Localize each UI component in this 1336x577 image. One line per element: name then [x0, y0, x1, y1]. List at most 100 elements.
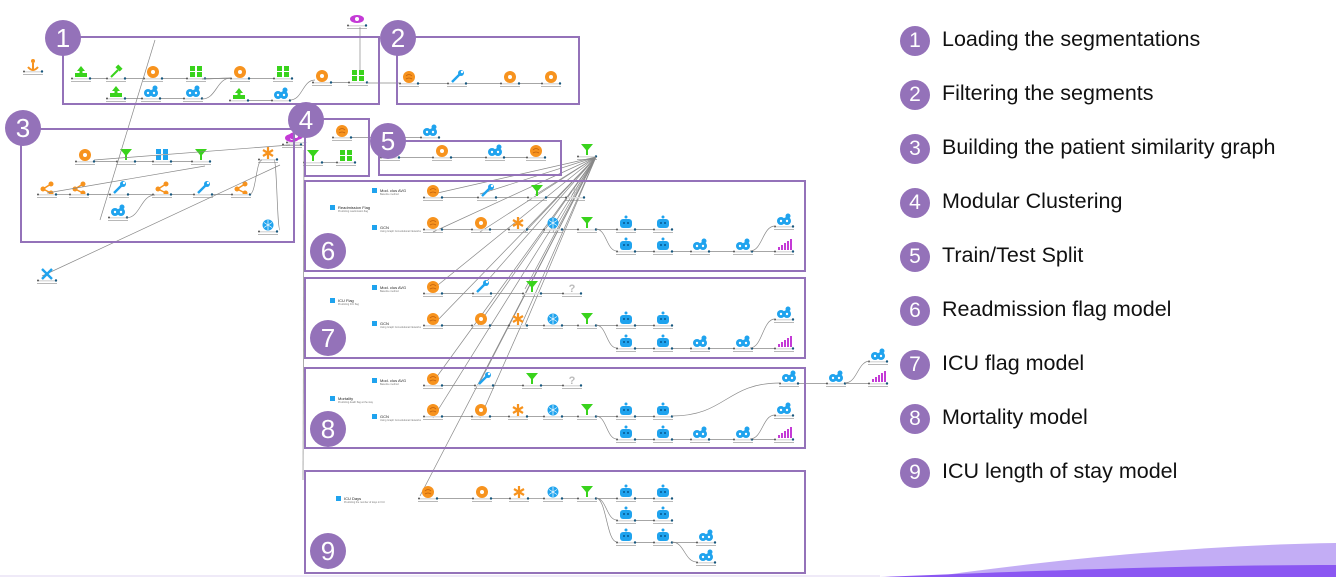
- brain-node-icon[interactable]: [423, 185, 444, 201]
- brain-node-icon[interactable]: [423, 404, 444, 420]
- brain-node-icon[interactable]: [526, 145, 547, 161]
- gears-node-icon[interactable]: [420, 124, 441, 142]
- brain-node-icon[interactable]: [423, 281, 444, 297]
- snowflake-node-icon[interactable]: [543, 217, 564, 234]
- connection-line: [273, 159, 281, 231]
- gears-node-icon[interactable]: [774, 213, 795, 231]
- robot-node-icon[interactable]: [653, 237, 674, 256]
- gears-node-icon[interactable]: [696, 549, 717, 567]
- robot-node-icon[interactable]: [653, 215, 674, 234]
- ring-node-icon[interactable]: [472, 486, 493, 502]
- asterisk-node-icon[interactable]: [508, 404, 529, 420]
- asterisk-node-icon[interactable]: [508, 313, 529, 329]
- hammer-node-icon[interactable]: [106, 64, 127, 82]
- robot-node-icon[interactable]: [653, 311, 674, 330]
- robot-node-icon[interactable]: [616, 484, 637, 503]
- funnel-node-icon[interactable]: [522, 373, 543, 389]
- funnel-node-icon[interactable]: [522, 281, 543, 297]
- robot-node-icon[interactable]: [616, 528, 637, 547]
- gears-node-icon[interactable]: [183, 85, 204, 103]
- robot-node-icon[interactable]: [616, 311, 637, 330]
- robot-node-icon[interactable]: [616, 506, 637, 525]
- table-node-icon[interactable]: [152, 149, 173, 165]
- robot-node-icon[interactable]: [616, 402, 637, 421]
- question-node-icon[interactable]: ?: [562, 283, 583, 297]
- grid-node-icon[interactable]: [273, 66, 294, 82]
- wrench-node-icon[interactable]: [193, 181, 214, 198]
- snowflake-node-icon[interactable]: [543, 486, 564, 503]
- upload-node-icon[interactable]: [71, 66, 92, 82]
- branch-subtitle: Using Graph Convolutional Networks: [380, 326, 421, 330]
- brain-node-icon[interactable]: [418, 486, 439, 502]
- wrench-node-icon[interactable]: [109, 181, 130, 198]
- bar-chart-node-icon[interactable]: [774, 336, 795, 352]
- gears-node-icon[interactable]: [774, 306, 795, 324]
- gears-node-icon[interactable]: [696, 529, 717, 547]
- question-node-icon[interactable]: ?: [562, 375, 583, 389]
- gears-node-icon[interactable]: [485, 144, 506, 162]
- ring-node-icon[interactable]: [471, 313, 492, 329]
- wrench-node-icon[interactable]: [472, 280, 493, 297]
- snowflake-node-icon[interactable]: [543, 404, 564, 421]
- ring-node-icon[interactable]: [75, 149, 96, 165]
- ring-node-icon[interactable]: [312, 70, 333, 86]
- gears-node-icon[interactable]: [774, 402, 795, 420]
- robot-node-icon[interactable]: [616, 237, 637, 256]
- brain-node-icon[interactable]: [399, 71, 420, 87]
- brain-node-icon[interactable]: [423, 313, 444, 329]
- annotation-marker: [372, 188, 377, 194]
- funnel-node-icon[interactable]: [527, 185, 548, 201]
- question-node-icon[interactable]: ?: [565, 187, 586, 201]
- brain-node-icon[interactable]: [332, 125, 353, 141]
- gears-node-icon[interactable]: [733, 426, 754, 444]
- ring-node-icon[interactable]: [541, 71, 562, 87]
- gears-node-icon[interactable]: [868, 348, 889, 366]
- asterisk-node-icon[interactable]: [509, 486, 530, 502]
- brain-node-icon[interactable]: [423, 373, 444, 389]
- asterisk-node-icon[interactable]: [258, 147, 279, 163]
- gears-node-icon[interactable]: [690, 426, 711, 444]
- wrench-node-icon[interactable]: [447, 70, 468, 87]
- branch-subtitle: Using Graph Convolutional Networks: [380, 230, 421, 234]
- gears-node-icon[interactable]: [826, 370, 847, 388]
- snowflake-node-icon[interactable]: [258, 219, 279, 236]
- robot-node-icon[interactable]: [653, 425, 674, 444]
- asterisk-node-icon[interactable]: [508, 217, 529, 233]
- gears-node-icon[interactable]: [733, 335, 754, 353]
- share-node-icon[interactable]: [152, 181, 173, 199]
- funnel-node-icon[interactable]: [577, 217, 598, 233]
- eye-node-icon[interactable]: [347, 15, 368, 29]
- grid-node-icon[interactable]: [336, 150, 357, 166]
- wrench-node-icon[interactable]: [477, 184, 498, 201]
- bar-chart-node-icon[interactable]: [774, 427, 795, 443]
- upload-node-icon[interactable]: [106, 86, 127, 102]
- gears-node-icon[interactable]: [141, 85, 162, 103]
- ring-node-icon[interactable]: [471, 404, 492, 420]
- anchor-node-icon[interactable]: [23, 59, 44, 75]
- bar-chart-node-icon[interactable]: [868, 371, 889, 387]
- gears-node-icon[interactable]: [108, 204, 129, 222]
- ring-node-icon[interactable]: [471, 217, 492, 233]
- wrench-node-icon[interactable]: [474, 372, 495, 389]
- bar-chart-node-icon[interactable]: [774, 239, 795, 255]
- robot-node-icon[interactable]: [653, 506, 674, 525]
- gears-node-icon[interactable]: [690, 335, 711, 353]
- robot-node-icon[interactable]: [653, 484, 674, 503]
- grid-node-icon[interactable]: [348, 70, 369, 86]
- step-number-badge: 5: [900, 242, 930, 272]
- cross-node-icon[interactable]: [37, 268, 58, 284]
- robot-node-icon[interactable]: [616, 215, 637, 234]
- snowflake-node-icon[interactable]: [543, 313, 564, 330]
- share-node-icon[interactable]: [37, 181, 58, 199]
- ring-node-icon[interactable]: [500, 71, 521, 87]
- robot-node-icon[interactable]: [616, 334, 637, 353]
- brain-node-icon[interactable]: [423, 217, 444, 233]
- funnel-node-icon[interactable]: [116, 149, 137, 165]
- robot-node-icon[interactable]: [653, 528, 674, 547]
- gears-node-icon[interactable]: [690, 238, 711, 256]
- robot-node-icon[interactable]: [653, 334, 674, 353]
- ring-node-icon[interactable]: [143, 66, 164, 82]
- funnel-node-icon[interactable]: [577, 404, 598, 420]
- ring-node-icon[interactable]: [432, 145, 453, 161]
